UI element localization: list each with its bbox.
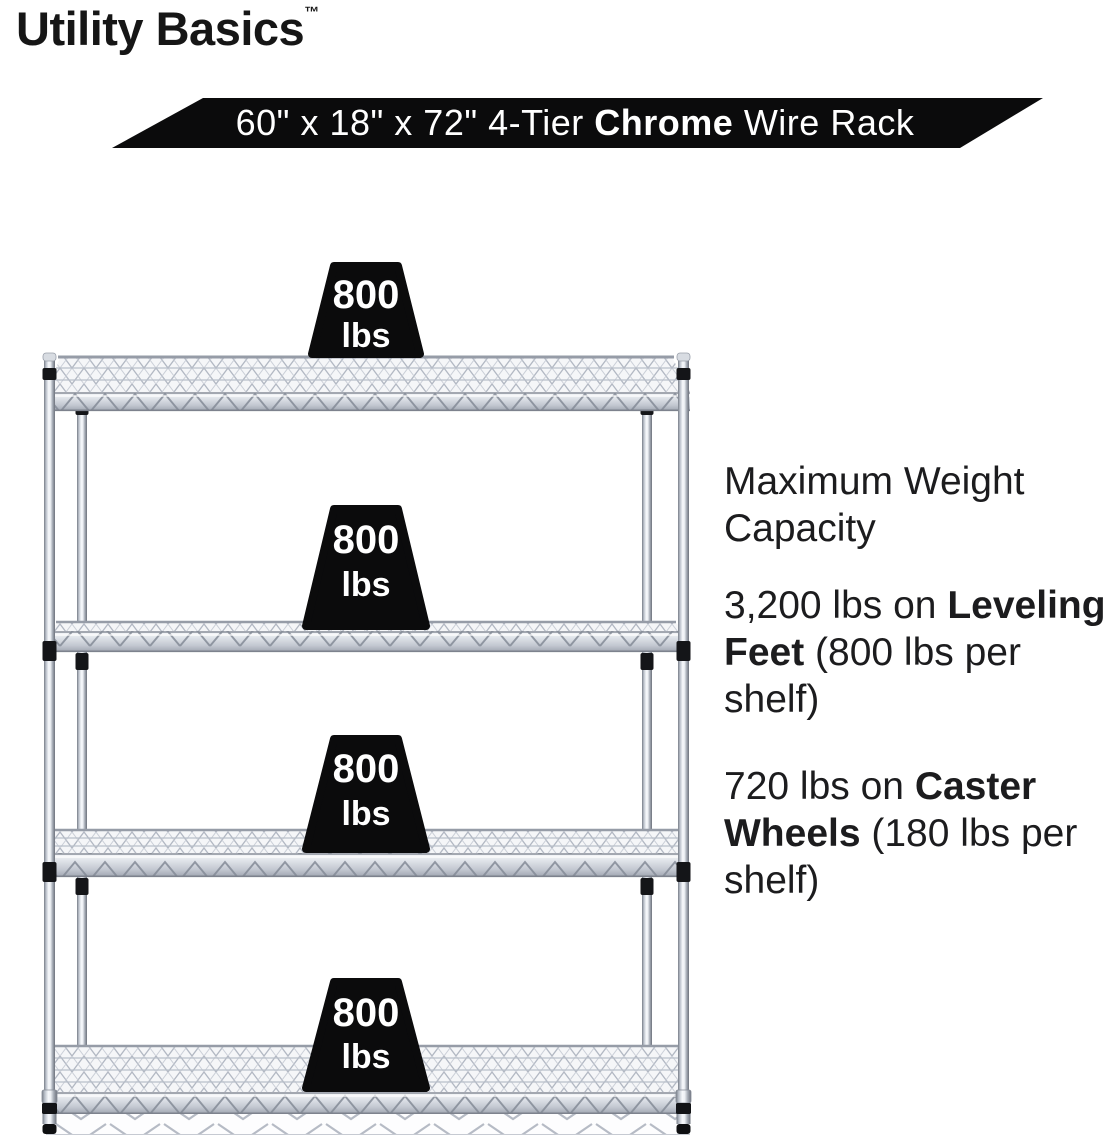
product-title-banner: 60" x 18" x 72" 4-Tier Chrome Wire Rack <box>112 98 1043 148</box>
weight-unit: lbs <box>341 795 390 833</box>
leveling-pre: 3,200 lbs on <box>724 584 948 627</box>
front-posts <box>42 352 691 1092</box>
info-heading: Maximum Weight Capacity <box>724 460 1025 550</box>
weight-value: 800 <box>333 273 400 317</box>
weight-unit: lbs <box>341 566 390 604</box>
brand-logo: Utility Basics™ <box>16 0 319 59</box>
brand-name: Utility Basics <box>16 2 305 55</box>
shelf-1 <box>48 355 690 412</box>
leveling-feet-text: 3,200 lbs on Leveling Feet (800 lbs per … <box>724 582 1114 723</box>
weight-label-1: 800 lbs <box>308 262 424 358</box>
leveling-feet <box>41 1089 692 1134</box>
leveling-foot-left <box>41 1089 58 1134</box>
caster-wheels-text: 720 lbs on Caster Wheels (180 lbs per sh… <box>724 763 1114 904</box>
caster-pre: 720 lbs on <box>724 765 915 808</box>
caster-post: (180 lbs per shelf) <box>724 812 1078 902</box>
leveling-bold: Leveling Feet <box>724 584 1106 674</box>
banner-text-pre: 60" x 18" x 72" 4-Tier <box>235 102 595 143</box>
leveling-post: (800 lbs per shelf) <box>724 631 1021 721</box>
weight-label-3: 800 lbs <box>302 735 430 853</box>
weight-label-2: 800 lbs <box>302 505 430 630</box>
weight-value: 800 <box>333 518 400 562</box>
weight-label-4: 800 lbs <box>302 978 430 1092</box>
weight-unit: lbs <box>341 317 390 355</box>
weight-value: 800 <box>333 991 400 1035</box>
banner-text-post: Wire Rack <box>733 102 915 143</box>
info-panel: Maximum Weight Capacity 3,200 lbs on Lev… <box>724 458 1114 904</box>
weight-value: 800 <box>333 747 400 791</box>
banner-text: 60" x 18" x 72" 4-Tier Chrome Wire Rack <box>236 102 915 144</box>
weight-unit: lbs <box>341 1038 390 1076</box>
trademark-symbol: ™ <box>304 4 320 21</box>
caster-bold: Caster Wheels <box>724 765 1037 855</box>
leveling-foot-right <box>675 1089 692 1134</box>
banner-text-bold: Chrome <box>594 102 734 143</box>
